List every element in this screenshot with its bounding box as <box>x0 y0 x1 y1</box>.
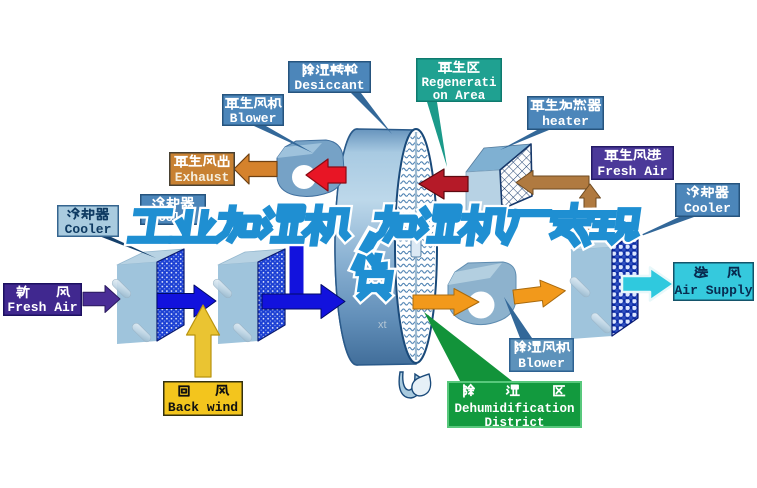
svg-text:Dehumidification: Dehumidification <box>454 402 574 416</box>
svg-text:heater: heater <box>542 114 589 129</box>
svg-text:Cooler: Cooler <box>684 201 731 216</box>
svg-text:Air Supply: Air Supply <box>674 283 752 298</box>
svg-text:Fresh Air: Fresh Air <box>597 164 667 179</box>
svg-text:Exhaust: Exhaust <box>175 170 230 185</box>
svg-text:on Area: on Area <box>433 89 486 103</box>
svg-text:Fresh Air: Fresh Air <box>7 300 77 315</box>
svg-text:Desiccant: Desiccant <box>294 78 364 93</box>
svg-text:District: District <box>484 416 544 430</box>
svg-text:Blower: Blower <box>518 356 565 371</box>
svg-text:Back wind: Back wind <box>168 400 238 415</box>
svg-text:Regenerati: Regenerati <box>421 76 496 90</box>
svg-text:xt: xt <box>378 319 387 331</box>
svg-text:Cooler: Cooler <box>65 222 112 237</box>
svg-text:Blower: Blower <box>230 111 277 126</box>
